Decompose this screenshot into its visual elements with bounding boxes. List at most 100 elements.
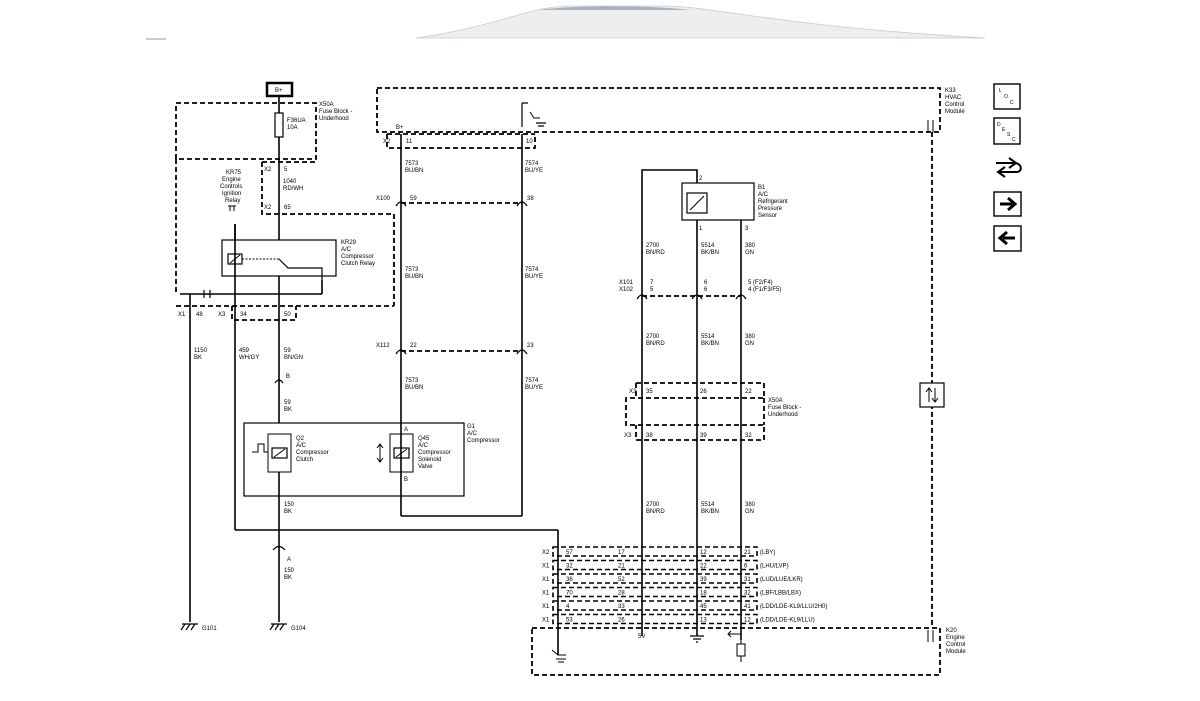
svg-text:X3: X3 (218, 312, 226, 318)
ecm-pin-number: 53 (566, 618, 573, 624)
hvac-control-module: K33 HVAC Control Module B+ (376, 87, 965, 133)
ecm-pin-number: 41 (744, 604, 751, 610)
svg-text:D: D (997, 122, 1001, 128)
svg-text:BU/YE: BU/YE (525, 385, 543, 391)
svg-text:150: 150 (284, 568, 295, 574)
ecm-pin-number: 52 (618, 577, 625, 583)
svg-text:5514: 5514 (701, 243, 715, 249)
svg-text:KR75: KR75 (226, 170, 242, 176)
ecm-variant-note: (LDD/LDE-KL9/LLU/2H0) (760, 604, 827, 610)
ecm-pin-number: 45 (700, 604, 707, 610)
svg-text:1040: 1040 (283, 179, 297, 185)
svg-text:10A: 10A (287, 125, 298, 131)
svg-text:2700: 2700 (646, 334, 660, 340)
svg-text:22: 22 (410, 343, 417, 349)
ecm-pin-number: 33 (618, 604, 625, 610)
svg-text:Control: Control (946, 642, 965, 648)
svg-text:A/C: A/C (418, 443, 429, 449)
svg-text:59: 59 (284, 400, 291, 406)
svg-text:A/C: A/C (341, 247, 352, 253)
svg-text:Controls: Controls (220, 184, 242, 190)
ecm-pin-number: 13 (700, 618, 707, 624)
svg-text:BK: BK (194, 355, 202, 361)
data-link-symbol (919, 382, 945, 408)
svg-text:F36UA: F36UA (287, 118, 306, 124)
svg-text:G1: G1 (467, 424, 476, 430)
svg-text:X102: X102 (619, 287, 634, 293)
svg-text:7573: 7573 (405, 378, 419, 384)
svg-text:BK/BN: BK/BN (701, 250, 719, 256)
clutch-relay: KR29 A/C Compressor Clutch Relay (221, 239, 375, 280)
svg-text:B: B (404, 477, 408, 483)
svg-text:B+: B+ (396, 125, 404, 131)
svg-text:Compressor: Compressor (418, 450, 451, 456)
svg-text:X1: X1 (178, 312, 186, 318)
ecm-pin-number: 32 (566, 564, 573, 570)
svg-text:X3: X3 (629, 389, 637, 395)
svg-text:Fuse Block -: Fuse Block - (319, 109, 352, 115)
ecm-pin-number: 22 (700, 564, 707, 570)
svg-text:L: L (999, 88, 1002, 94)
svg-text:39: 39 (700, 433, 707, 439)
svg-text:BN/RD: BN/RD (646, 250, 665, 256)
ecm-pin-number: 17 (618, 550, 625, 556)
swap-arrows-icon[interactable] (996, 157, 1022, 178)
svg-text:380: 380 (745, 502, 756, 508)
ecm-pin-number: 36 (566, 577, 573, 583)
svg-text:G101: G101 (202, 626, 217, 632)
svg-text:X2: X2 (383, 139, 391, 145)
svg-text:BK: BK (284, 407, 292, 413)
compressor: G1 A/C Compressor Q2 A/C Compressor Clut… (243, 422, 500, 497)
ecm-connector-band (552, 613, 758, 625)
description-button[interactable]: D E S C (993, 117, 1021, 145)
svg-text:7573: 7573 (405, 267, 419, 273)
svg-text:X2: X2 (264, 167, 272, 173)
svg-text:Relay: Relay (225, 198, 240, 204)
svg-text:BN/RD: BN/RD (646, 341, 665, 347)
svg-text:HVAC: HVAC (945, 95, 962, 101)
ecm-connector-id: X1 (542, 618, 550, 624)
ecm-pin-number: 26 (618, 618, 625, 624)
svg-text:7574: 7574 (525, 267, 539, 273)
svg-text:7573: 7573 (405, 161, 419, 167)
location-button[interactable]: L O C (993, 83, 1021, 110)
svg-text:65: 65 (284, 205, 291, 211)
svg-text:150: 150 (284, 502, 295, 508)
ecm-pin-number: 70 (566, 591, 573, 597)
svg-text:K33: K33 (945, 88, 956, 94)
ecm-connector-id: X1 (542, 577, 550, 583)
svg-text:23: 23 (527, 343, 534, 349)
ignition-relay-label: KR75 Engine Controls Ignition Relay (220, 170, 242, 211)
svg-text:59: 59 (284, 348, 291, 354)
ground-g101: G101 (180, 623, 217, 632)
ecm-pin-number: 32 (744, 591, 751, 597)
svg-text:A: A (404, 427, 408, 433)
ecm-connector-id: X1 (542, 604, 550, 610)
svg-text:Module: Module (946, 649, 966, 655)
svg-text:K20: K20 (946, 628, 957, 634)
ecm-connector-id: X1 (542, 564, 550, 570)
svg-text:BN/GN: BN/GN (284, 355, 303, 361)
ecm-pin-number: 4 (566, 604, 570, 610)
ecm-pin-number: 18 (700, 591, 707, 597)
svg-text:GN: GN (745, 509, 754, 515)
pressure-sensor: B1 A/C Refrigerant Pressure Sensor 2 1 3 (681, 176, 788, 232)
svg-text:X50A: X50A (768, 398, 783, 404)
ecm-connector-id: X1 (542, 591, 550, 597)
svg-text:BK: BK (284, 575, 292, 581)
ecm-pin-number: 31 (744, 577, 751, 583)
svg-text:48: 48 (196, 312, 203, 318)
svg-text:X112: X112 (376, 343, 390, 349)
svg-text:Compressor: Compressor (296, 450, 329, 456)
ecm-connector-band (552, 573, 758, 584)
ecm-variant-note: (LUD/LUE/LKR) (760, 577, 803, 583)
previous-page-arrow-icon[interactable] (993, 225, 1022, 252)
svg-text:26: 26 (700, 389, 707, 395)
next-page-arrow-icon[interactable] (993, 191, 1022, 217)
svg-text:S: S (1007, 132, 1011, 138)
svg-text:B+: B+ (275, 88, 283, 94)
svg-text:A: A (287, 557, 291, 563)
svg-text:22: 22 (745, 389, 752, 395)
ecm-pin-number: 39 (700, 577, 707, 583)
